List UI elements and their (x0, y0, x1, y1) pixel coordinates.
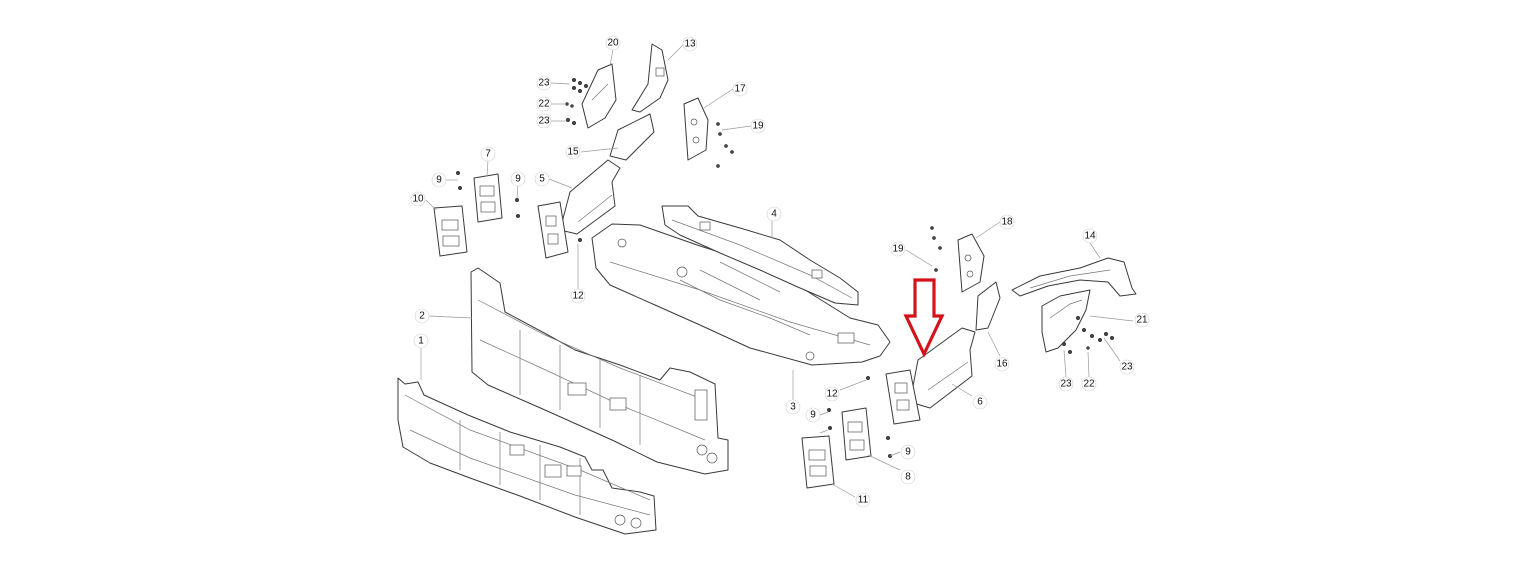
callout-18: 18 (999, 214, 1015, 230)
svg-text:23: 23 (538, 116, 550, 127)
svg-text:12: 12 (826, 389, 838, 400)
svg-text:21: 21 (1136, 315, 1148, 326)
svg-text:23: 23 (1060, 379, 1072, 390)
callout-14: 14 (1082, 228, 1098, 244)
callout-23-upper: 23 (536, 75, 552, 91)
callout-19-upper: 19 (750, 118, 766, 134)
svg-text:22: 22 (538, 99, 550, 110)
svg-text:22: 22 (1083, 379, 1095, 390)
part-6-right-rear-rail (885, 327, 976, 425)
callouts: 20 13 23 22 23 17 19 15 7 9 9 5 10 4 12 … (410, 35, 1150, 508)
callout-16: 16 (994, 356, 1010, 372)
svg-text:23: 23 (538, 78, 550, 89)
svg-text:10: 10 (412, 194, 424, 205)
callout-23-upper-2: 23 (536, 113, 552, 129)
part-16-bracket (975, 281, 1001, 331)
callout-10: 10 (410, 191, 426, 207)
part-2-rear-inner-panel (470, 267, 729, 475)
svg-text:14: 14 (1084, 231, 1096, 242)
svg-text:19: 19 (892, 244, 904, 255)
callout-17: 17 (732, 81, 748, 97)
callout-23-bottom: 23 (1058, 376, 1074, 392)
callout-19-right: 19 (890, 241, 906, 257)
callout-22-upper: 22 (536, 96, 552, 112)
svg-text:20: 20 (607, 38, 619, 49)
callout-9-center: 9 (510, 171, 526, 187)
svg-text:5: 5 (539, 174, 545, 185)
part-8-plate (841, 407, 872, 461)
callout-1: 1 (413, 333, 429, 349)
callout-6: 6 (972, 394, 988, 410)
callout-4: 4 (766, 206, 782, 222)
callout-12-left: 12 (570, 288, 586, 304)
callout-2: 2 (414, 308, 430, 324)
svg-text:6: 6 (977, 397, 983, 408)
svg-text:4: 4 (771, 209, 777, 220)
part-20-bracket (581, 63, 617, 129)
part-10-plate (433, 205, 468, 257)
callout-3: 3 (785, 399, 801, 415)
callout-23-right: 23 (1119, 359, 1135, 375)
svg-text:16: 16 (996, 359, 1008, 370)
callout-11: 11 (855, 492, 871, 508)
callout-9-lower-left: 9 (805, 407, 821, 423)
svg-text:13: 13 (684, 39, 696, 50)
svg-text:17: 17 (734, 84, 746, 95)
svg-text:7: 7 (485, 149, 491, 160)
part-18-bracket (957, 233, 985, 293)
callout-9-left: 9 (431, 172, 447, 188)
callout-7: 7 (480, 146, 496, 162)
callout-21: 21 (1134, 312, 1150, 328)
svg-text:12: 12 (572, 291, 584, 302)
svg-text:9: 9 (515, 174, 521, 185)
part-1-rear-panel (397, 377, 657, 535)
svg-text:9: 9 (810, 410, 816, 421)
callout-5: 5 (534, 171, 550, 187)
svg-text:9: 9 (436, 175, 442, 186)
part-15-bracket (609, 113, 655, 161)
part-11-plate (801, 435, 835, 489)
part-4-floor-crossmember (661, 205, 859, 306)
svg-text:23: 23 (1121, 362, 1133, 373)
leader-lines (420, 43, 1134, 498)
svg-text:8: 8 (905, 472, 911, 483)
callout-8: 8 (900, 469, 916, 485)
callout-9-lower-right: 9 (900, 444, 916, 460)
part-21-wheelhouse-inner (1041, 289, 1091, 353)
callout-12-right: 12 (824, 386, 840, 402)
part-3-rear-floor (591, 223, 891, 366)
svg-text:9: 9 (905, 447, 911, 458)
fasteners (455, 77, 1115, 459)
callout-15: 15 (565, 144, 581, 160)
svg-text:1: 1 (418, 336, 424, 347)
svg-text:18: 18 (1001, 217, 1013, 228)
part-14-wheelhouse (1011, 257, 1137, 297)
svg-text:3: 3 (790, 402, 796, 413)
part-13-bracket (631, 43, 669, 113)
svg-text:15: 15 (567, 147, 579, 158)
callout-22-bottom: 22 (1081, 376, 1097, 392)
svg-text:19: 19 (752, 121, 764, 132)
part-5-left-rear-rail (537, 159, 621, 259)
callout-13: 13 (682, 36, 698, 52)
highlight-arrow-down (903, 278, 945, 358)
part-7-plate (473, 173, 503, 223)
svg-text:11: 11 (858, 495, 869, 506)
svg-text:2: 2 (419, 311, 425, 322)
callout-20: 20 (605, 35, 621, 51)
part-17-bracket (683, 97, 709, 161)
